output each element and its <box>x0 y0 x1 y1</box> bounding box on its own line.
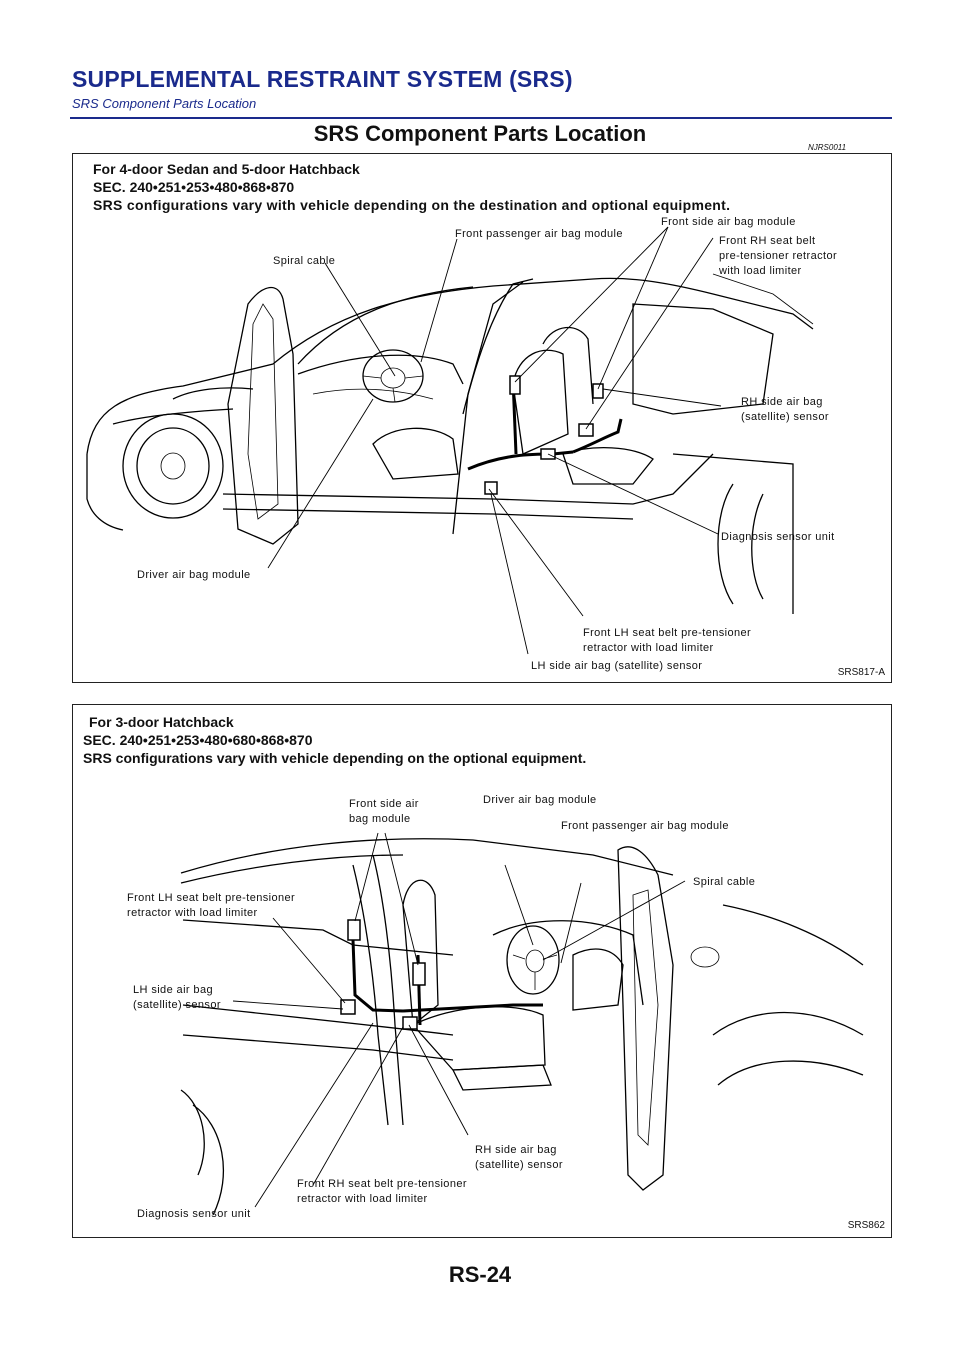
label-front-side-air-bag-1: Front side air <box>349 798 419 810</box>
label-front-rh-belt-2: retractor with load limiter <box>297 1193 428 1205</box>
label-front-lh-belt-2: retractor with load limiter <box>127 907 258 919</box>
hatchback-interior-illustration <box>180 832 864 1216</box>
figure-id: SRS862 <box>847 1220 885 1231</box>
header-rule <box>70 117 892 119</box>
label-rh-side-sensor-2: (satellite) sensor <box>741 411 829 423</box>
label-front-side-air-bag-2: bag module <box>349 813 411 825</box>
label-front-rh-belt-2: pre-tensioner retractor <box>719 250 838 262</box>
sedan-interior-illustration <box>86 226 814 655</box>
manual-section-title: SUPPLEMENTAL RESTRAINT SYSTEM (SRS) <box>72 66 573 92</box>
label-driver-air-bag: Driver air bag module <box>137 569 251 581</box>
label-rh-side-sensor-1: RH side air bag <box>475 1144 557 1156</box>
label-driver-air-bag: Driver air bag module <box>483 794 597 806</box>
label-spiral-cable: Spiral cable <box>693 876 756 888</box>
figure-heading-line-2: SEC. 240•251•253•480•868•870 <box>93 179 295 195</box>
figure-heading-line-3: SRS configurations vary with vehicle dep… <box>93 197 731 213</box>
label-spiral-cable: Spiral cable <box>273 255 336 267</box>
figure-id: SRS817-A <box>837 667 885 678</box>
label-front-rh-belt-1: Front RH seat belt <box>719 235 816 247</box>
figure-3-door-hatchback: For 3-door Hatchback SEC. 240•251•253•48… <box>72 704 892 1238</box>
section-code: NJRS0011 <box>808 143 847 152</box>
label-diagnosis-sensor: Diagnosis sensor unit <box>137 1208 251 1220</box>
page-title: SRS Component Parts Location <box>313 121 647 146</box>
label-rh-side-sensor-2: (satellite) sensor <box>475 1159 563 1171</box>
label-lh-side-sensor-2: (satellite) sensor <box>133 999 221 1011</box>
figure-heading-line-1: For 4-door Sedan and 5-door Hatchback <box>93 161 360 177</box>
manual-section-subtitle: SRS Component Parts Location <box>72 96 257 111</box>
label-front-rh-belt-1: Front RH seat belt pre-tensioner <box>297 1178 467 1190</box>
label-front-passenger-air-bag: Front passenger air bag module <box>561 820 729 832</box>
label-rh-side-sensor-1: RH side air bag <box>741 396 823 408</box>
figure-sedan-hatchback: For 4-door Sedan and 5-door Hatchback SE… <box>72 153 892 683</box>
figure-heading-line-3: SRS configurations vary with vehicle dep… <box>83 750 587 766</box>
label-lh-side-sensor: LH side air bag (satellite) sensor <box>531 660 703 672</box>
figure-heading-line-1: For 3-door Hatchback <box>89 714 234 730</box>
label-front-passenger-air-bag: Front passenger air bag module <box>455 228 623 240</box>
label-front-lh-belt-2: retractor with load limiter <box>583 642 714 654</box>
label-front-lh-belt-1: Front LH seat belt pre-tensioner <box>127 892 296 904</box>
label-front-lh-belt-1: Front LH seat belt pre-tensioner <box>583 627 752 639</box>
label-lh-side-sensor-1: LH side air bag <box>133 984 213 996</box>
page-number: RS-24 <box>448 1262 512 1287</box>
label-diagnosis-sensor: Diagnosis sensor unit <box>721 531 835 543</box>
label-front-rh-belt-3: with load limiter <box>719 265 802 277</box>
figure-heading-line-2: SEC. 240•251•253•480•680•868•870 <box>83 732 313 748</box>
label-front-side-air-bag: Front side air bag module <box>661 216 796 228</box>
